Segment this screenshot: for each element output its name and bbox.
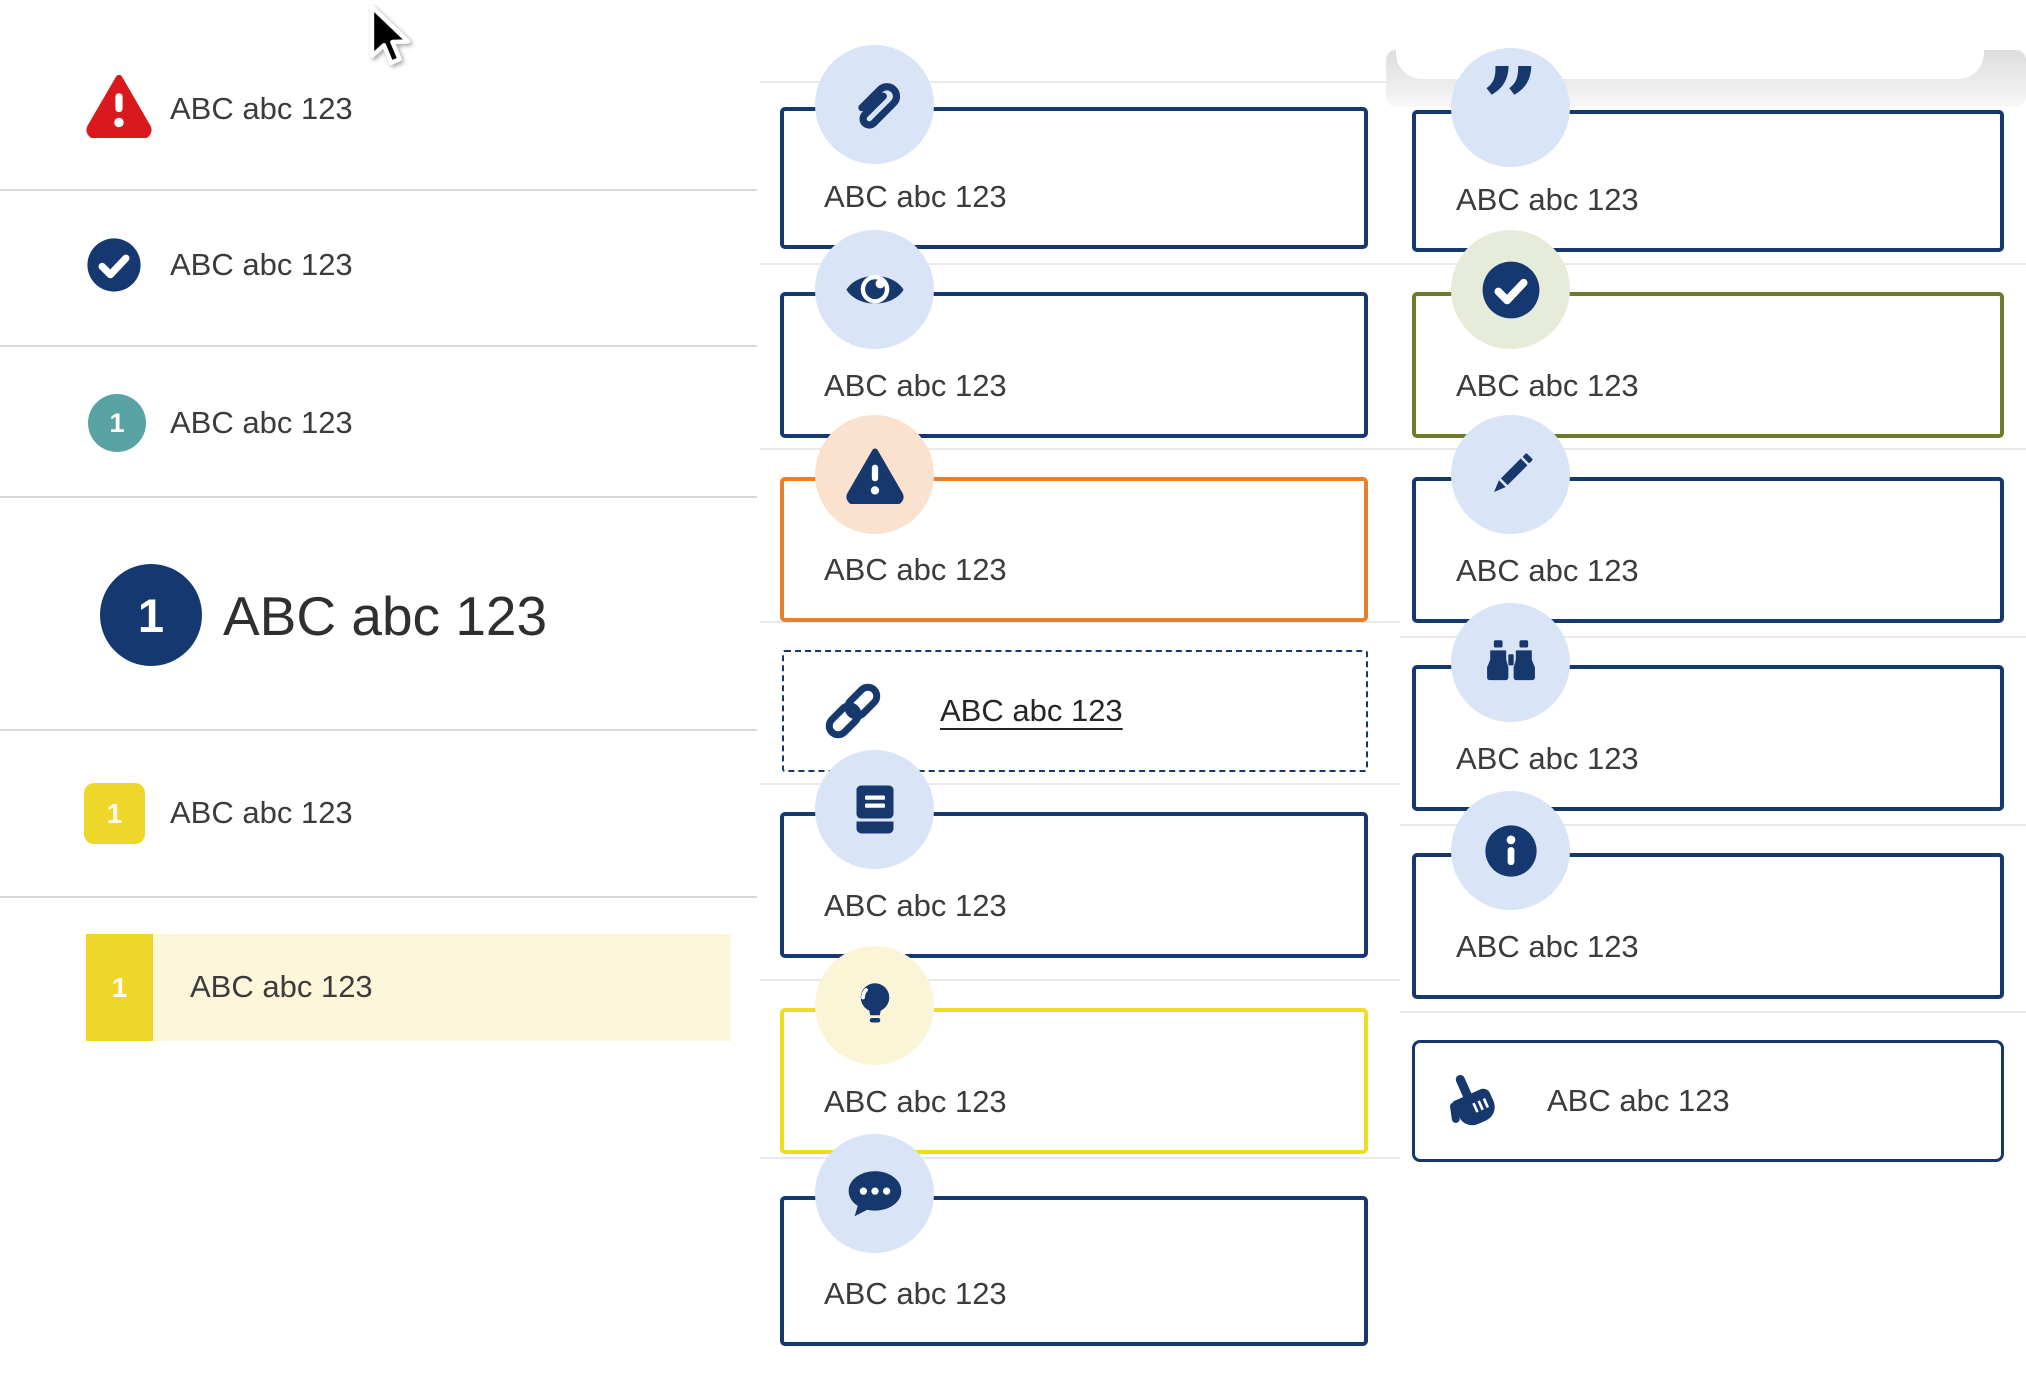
divider: [0, 729, 757, 731]
callout-label: ABC abc 123: [824, 179, 1007, 214]
separator: [1400, 448, 2026, 450]
divider: [0, 345, 757, 347]
separator: [760, 979, 1400, 981]
eye-icon: [815, 230, 934, 349]
list-item-label: ABC abc 123: [170, 91, 353, 126]
link-callout-box[interactable]: ABC abc 123: [782, 650, 1368, 772]
book-icon: [815, 750, 934, 869]
separator: [760, 263, 1400, 265]
number-tab-yellow: 1: [84, 783, 145, 844]
separator: [760, 1157, 1400, 1159]
check-circle-icon: [1451, 230, 1570, 349]
separator: [760, 81, 1400, 83]
number-badge-teal: 1: [88, 394, 146, 452]
list-item-label: ABC abc 123: [190, 969, 373, 1004]
highlighted-list-item[interactable]: [86, 934, 731, 1041]
action-box-label: ABC abc 123: [1547, 1083, 1730, 1118]
separator: [760, 621, 1400, 623]
callout-link[interactable]: ABC abc 123: [940, 693, 1123, 728]
section-heading: ABC abc 123: [223, 585, 548, 647]
callout-label: ABC abc 123: [824, 1276, 1007, 1311]
separator: [1400, 636, 2026, 638]
separator: [760, 783, 1400, 785]
divider: [0, 496, 757, 498]
callout-label: ABC abc 123: [1456, 929, 1639, 964]
list-item-label: ABC abc 123: [170, 247, 353, 282]
callout-box-eye[interactable]: ABC abc 123: [780, 292, 1368, 438]
hand-pointer-icon: [1439, 1070, 1501, 1132]
paperclip-icon: [815, 45, 934, 164]
callout-label: ABC abc 123: [824, 1084, 1007, 1119]
callout-label: ABC abc 123: [1456, 182, 1639, 217]
binoculars-icon: [1451, 603, 1570, 722]
alert-triangle-icon: [86, 74, 152, 138]
quote-icon: ”: [1451, 48, 1570, 167]
list-item-label: ABC abc 123: [170, 795, 353, 830]
callout-label: ABC abc 123: [824, 888, 1007, 923]
separator: [1400, 263, 2026, 265]
pencil-icon: [1451, 415, 1570, 534]
badge-number: 1: [137, 588, 165, 642]
separator: [1400, 1011, 2026, 1013]
separator: [760, 448, 1400, 450]
info-icon: [1451, 791, 1570, 910]
divider: [0, 896, 757, 898]
callout-label: ABC abc 123: [1456, 741, 1639, 776]
link-icon: [818, 676, 888, 746]
check-circle-icon: [85, 236, 143, 294]
callout-label: ABC abc 123: [824, 368, 1007, 403]
list-item-label: ABC abc 123: [170, 405, 353, 440]
action-box-hand[interactable]: ABC abc 123: [1412, 1040, 2004, 1162]
callout-box-warning[interactable]: ABC abc 123: [780, 477, 1368, 622]
badge-number: 1: [109, 407, 125, 438]
quote-glyph: ”: [1481, 45, 1540, 163]
separator: [1400, 824, 2026, 826]
badge-number: 1: [111, 971, 128, 1003]
warning-triangle-icon: [815, 415, 934, 534]
mouse-cursor: [369, 4, 411, 65]
divider: [0, 189, 757, 191]
number-tab-yellow: 1: [86, 934, 153, 1041]
lightbulb-icon: [815, 946, 934, 1065]
number-badge-navy-large: 1: [100, 564, 202, 666]
callout-label: ABC abc 123: [1456, 368, 1639, 403]
badge-number: 1: [106, 797, 123, 829]
callout-label: ABC abc 123: [824, 552, 1007, 587]
callout-label: ABC abc 123: [1456, 553, 1639, 588]
chat-bubble-icon: [815, 1134, 934, 1253]
